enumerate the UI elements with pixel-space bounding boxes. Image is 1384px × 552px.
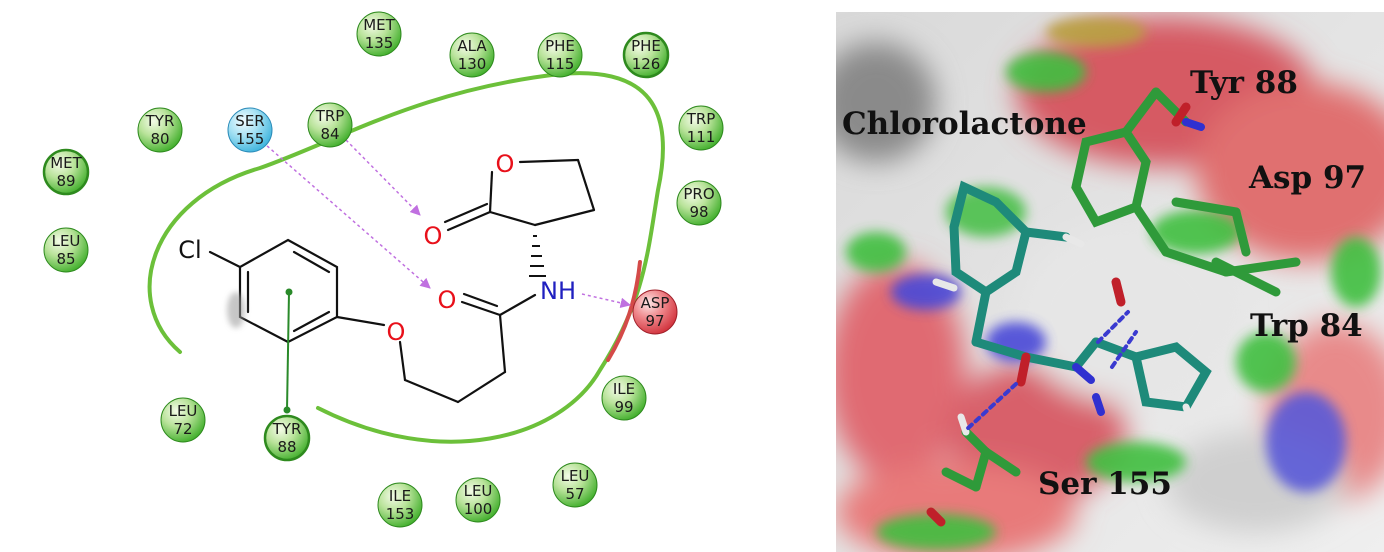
hbond-ser155-carbonyl [257, 137, 431, 289]
svg-text:ASP: ASP [641, 294, 670, 312]
svg-text:TRP: TRP [686, 110, 716, 128]
label-chlorolactone: Chlorolactone [842, 106, 1087, 142]
ligand-sticks [926, 87, 1301, 527]
svg-text:LEU: LEU [464, 482, 493, 500]
svg-text:ALA: ALA [457, 37, 487, 55]
atom-amide-nh: NH [540, 277, 576, 305]
svg-text:85: 85 [56, 250, 75, 268]
svg-text:TRP: TRP [315, 107, 345, 125]
svg-text:88: 88 [277, 438, 296, 456]
pi-stacking-anchor [283, 406, 291, 414]
svg-text:97: 97 [645, 312, 664, 330]
svg-text:PRO: PRO [683, 185, 714, 203]
svg-text:89: 89 [56, 172, 75, 190]
atom-lactone-carbonyl-oxygen: O [424, 222, 443, 250]
label-ser155: Ser 155 [1038, 466, 1172, 502]
atom-ether-oxygen: O [387, 318, 406, 346]
svg-text:LEU: LEU [52, 232, 81, 250]
svg-text:MET: MET [363, 16, 395, 34]
stereo-hash-bond [529, 235, 546, 277]
svg-text:126: 126 [632, 55, 661, 73]
svg-text:153: 153 [386, 505, 415, 523]
aromatic-ring-shadow [227, 292, 245, 328]
hbond-trp84-lactone [345, 139, 421, 216]
hbond-nh-asp97 [581, 293, 632, 309]
svg-text:TYR: TYR [145, 112, 175, 130]
ligand-structure [208, 158, 596, 404]
svg-text:155: 155 [236, 130, 265, 148]
svg-text:ILE: ILE [389, 487, 411, 505]
svg-text:130: 130 [458, 55, 487, 73]
svg-text:80: 80 [150, 130, 169, 148]
atom-chlorine: Cl [178, 236, 201, 264]
svg-text:100: 100 [464, 500, 493, 518]
svg-text:115: 115 [546, 55, 575, 73]
binding-pocket-outline [147, 71, 665, 444]
pocket-exposure-segment [606, 260, 642, 362]
svg-text:84: 84 [320, 125, 339, 143]
svg-text:135: 135 [365, 34, 394, 52]
atom-lactone-ring-oxygen: O [496, 150, 515, 178]
svg-text:72: 72 [173, 420, 192, 438]
svg-text:MET: MET [50, 154, 82, 172]
svg-text:PHE: PHE [545, 37, 575, 55]
svg-text:98: 98 [689, 203, 708, 221]
svg-text:99: 99 [614, 398, 633, 416]
svg-text:111: 111 [687, 128, 716, 146]
label-tyr88: Tyr 88 [1190, 65, 1298, 101]
svg-text:SER: SER [235, 112, 264, 130]
label-trp84: Trp 84 [1250, 308, 1363, 344]
pi-stacking-line [286, 291, 290, 411]
svg-text:LEU: LEU [561, 467, 590, 485]
svg-text:ILE: ILE [613, 380, 635, 398]
svg-text:PHE: PHE [631, 37, 661, 55]
svg-text:57: 57 [565, 485, 584, 503]
atom-amide-oxygen: O [438, 286, 457, 314]
docking-3d-render: Tyr 88 Chlorolactone Asp 97 Trp 84 Ser 1… [836, 12, 1384, 552]
svg-text:TYR: TYR [272, 420, 302, 438]
label-asp97: Asp 97 [1249, 160, 1367, 196]
svg-text:LEU: LEU [169, 402, 198, 420]
protein-surface [836, 12, 1384, 552]
